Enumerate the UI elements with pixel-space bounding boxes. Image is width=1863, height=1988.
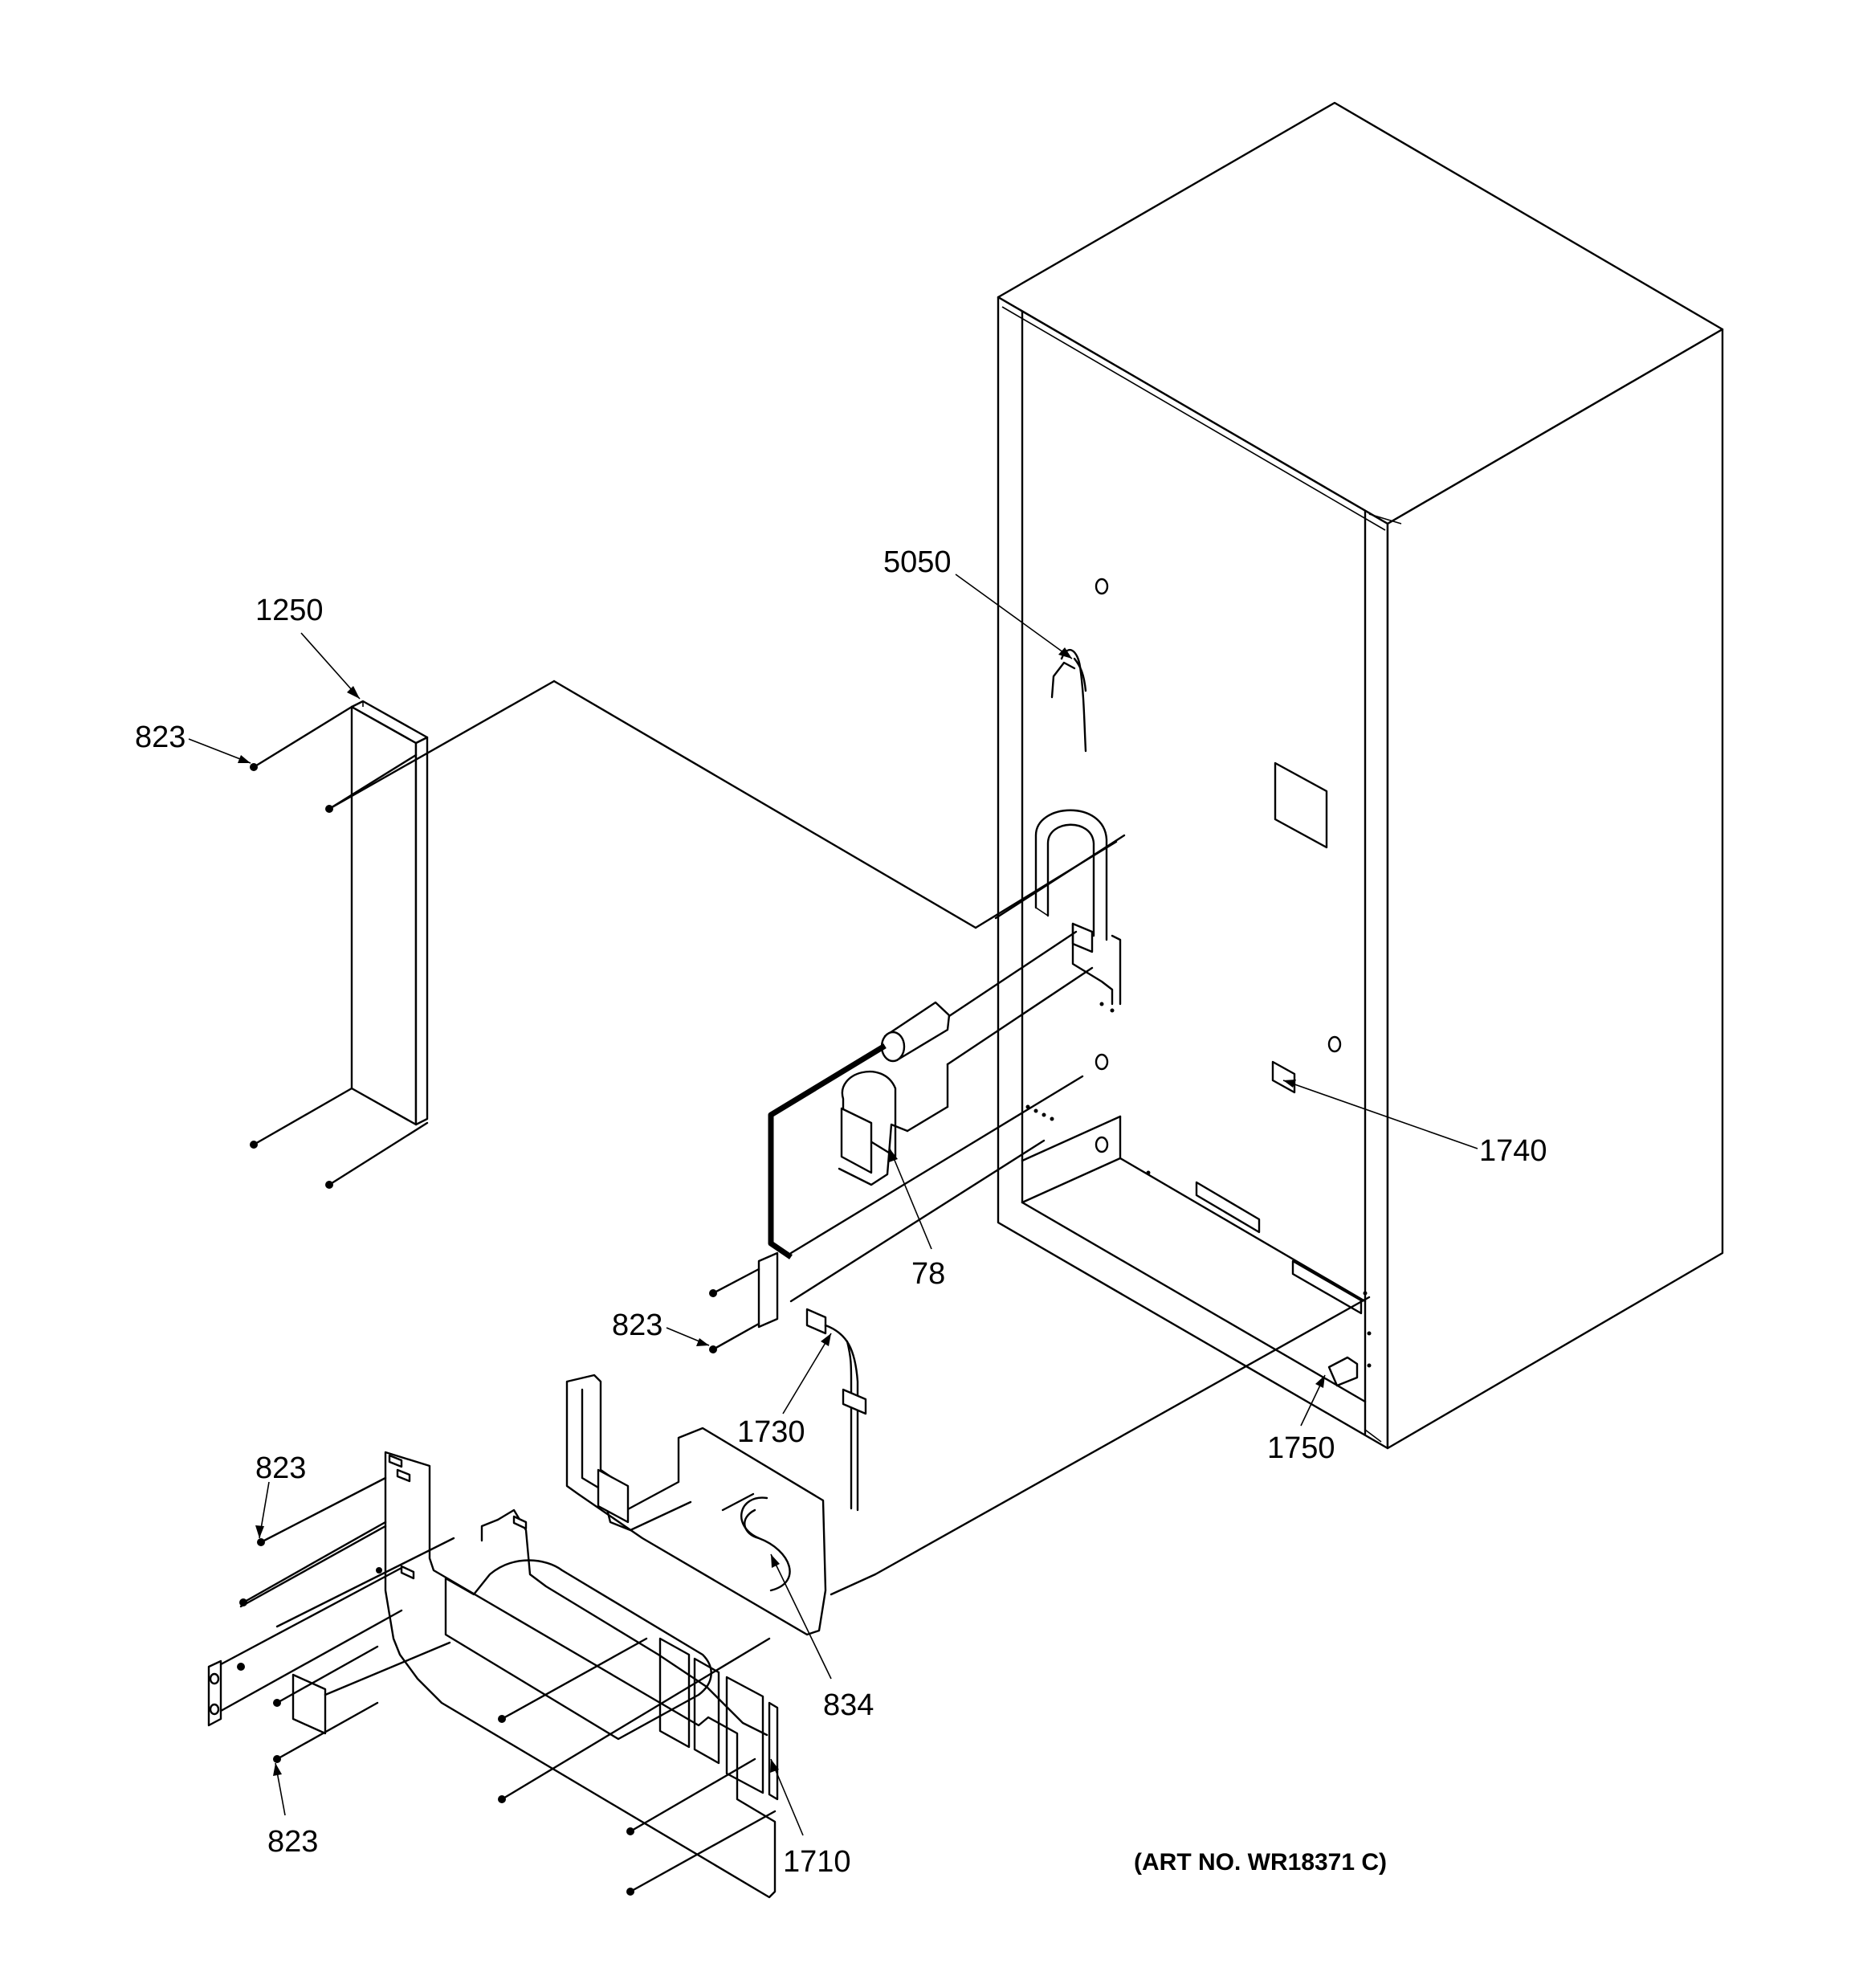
art-number: (ART NO. WR18371 C) — [1134, 1849, 1387, 1876]
label-823-middle: 823 — [612, 1308, 662, 1342]
label-823-left: 823 — [135, 720, 185, 754]
label-1730: 1730 — [737, 1415, 805, 1449]
grille-vents — [658, 1637, 779, 1801]
defrost-drain-assembly — [709, 930, 1359, 1512]
leader-lines — [188, 574, 1478, 1836]
cabinet-dot-marks — [1025, 1002, 1372, 1368]
lower-grille-panel — [207, 1296, 1371, 1899]
label-834: 834 — [823, 1688, 874, 1722]
label-823-lower-left: 823 — [255, 1451, 306, 1485]
label-5050: 5050 — [883, 545, 952, 579]
refrigerator-cabinet — [994, 101, 1724, 1450]
label-78: 78 — [911, 1257, 945, 1291]
label-1710: 1710 — [783, 1845, 851, 1879]
label-1250: 1250 — [255, 594, 324, 627]
label-1740: 1740 — [1479, 1134, 1547, 1168]
evaporator-cover-panel — [565, 1374, 877, 1636]
side-panel — [250, 680, 1118, 1189]
part-labels: 5050 1250 823 1740 78 823 1730 823 1750 … — [135, 545, 1547, 1879]
label-1750: 1750 — [1267, 1431, 1335, 1465]
label-823-bottom: 823 — [267, 1825, 318, 1859]
